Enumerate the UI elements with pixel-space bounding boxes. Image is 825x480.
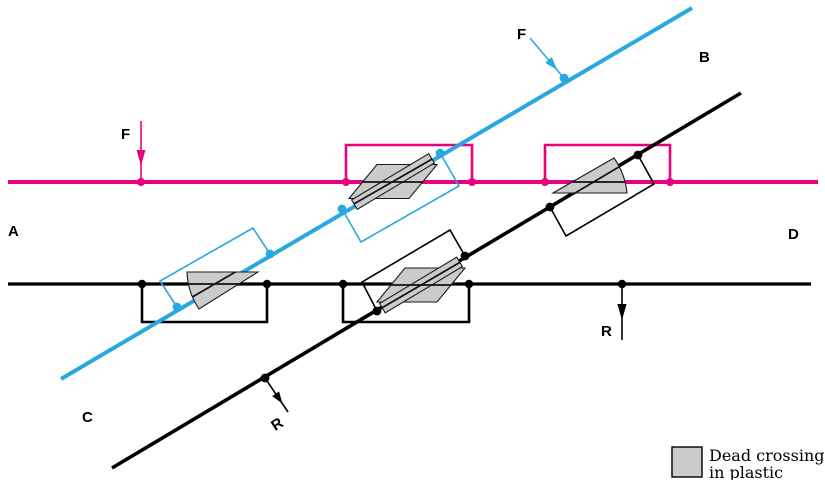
legend-line2: in plastic [709,463,783,480]
legend: Dead crossings in plastic [671,446,825,480]
jumper-loop-magenta-1 [344,143,474,181]
legend-line1: Dead crossings [709,446,825,465]
connection-dot [460,251,470,261]
connection-dot [468,178,476,186]
connection-dot [265,249,275,259]
jumper-loop-cyan-2 [158,226,271,308]
connection-dot [137,178,145,186]
connection-dot [337,204,347,214]
connection-dot [435,148,445,158]
connection-dot [545,202,555,212]
jumper-loop-blackdiag-1 [549,154,656,238]
return-label-bc: R [268,414,286,434]
endpoint-label-c: C [82,409,93,426]
feed-arrow-shaft-bc [529,37,564,78]
feed-arrow-head-bc [545,57,558,70]
connection-dot [342,178,350,186]
connection-dot [260,373,270,383]
jumper-loop-black-1 [140,285,269,324]
jumper-loop-blackdiag-2 [360,228,466,312]
legend-swatch [671,446,703,478]
connection-dots [137,73,674,383]
feed-label-ad: F [121,126,130,143]
return-arrow-head-bc [272,391,283,404]
jumper-loop-cyan-1 [341,152,461,244]
endpoint-label-a: A [8,223,19,240]
dead-crossing-pads [186,152,628,314]
endpoint-label-b: B [699,49,710,66]
connection-dot [172,302,182,312]
connection-dot [559,73,569,83]
connection-dot [137,279,147,289]
labels: A B C D F F R R [8,26,799,435]
jumper-loop-black-2 [341,285,471,324]
dead-crossing-pad-1 [347,152,439,211]
connection-dot [464,279,474,289]
endpoint-label-d: D [788,226,799,243]
feed-arrow-head-ad [136,150,146,166]
return-label-ad: R [601,323,612,340]
connection-dot [633,150,643,160]
connection-dot [338,279,348,289]
feed-label-bc: F [517,26,526,43]
connection-dot [372,306,382,316]
jumper-loop-magenta-2 [543,143,672,181]
connection-dot [617,279,627,289]
connection-dot [666,178,674,186]
connection-dot [262,279,272,289]
connection-dot [541,178,549,186]
return-arrow-head-ad [617,304,627,320]
